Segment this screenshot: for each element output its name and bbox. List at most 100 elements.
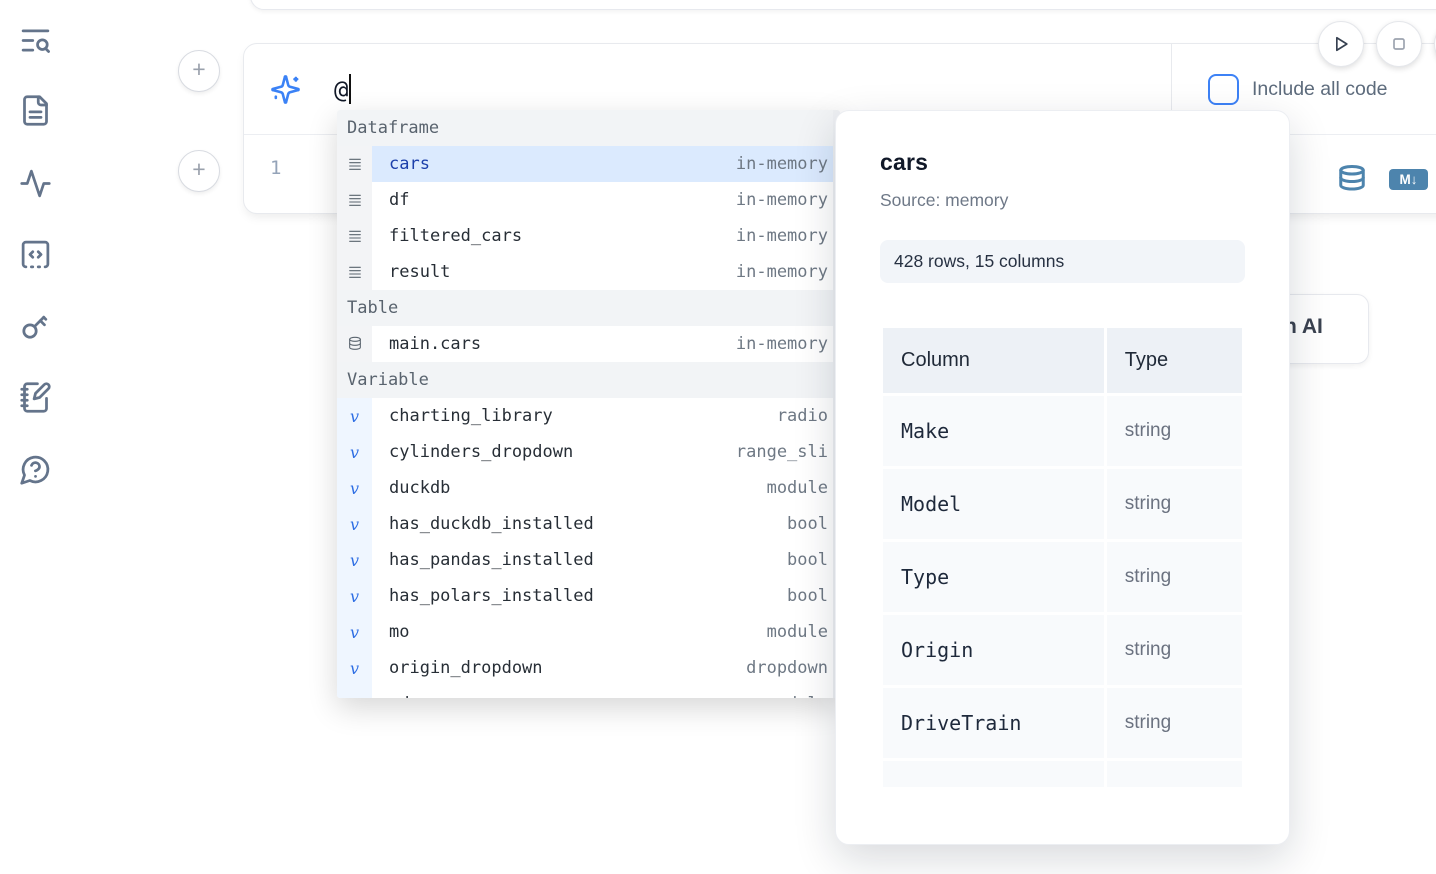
preview-title: cars	[880, 149, 929, 175]
autocomplete-row[interactable]: v main.cars in-memory	[337, 326, 840, 362]
autocomplete-row[interactable]: v Table	[337, 290, 840, 326]
completion-name: has_duckdb_installed	[389, 514, 594, 534]
previous-cell-bottom-edge	[250, 0, 1436, 10]
autocomplete-dropdown: v Dataframe v cars in-memory	[337, 110, 840, 698]
preview-summary-badge: 428 rows, 15 columns	[880, 240, 1245, 283]
autocomplete-row[interactable]: v cylinders_dropdown range_sli	[337, 434, 840, 470]
completion-name: duckdb	[389, 478, 451, 498]
row-gutter: v	[337, 506, 372, 542]
schema-column-name: Type	[883, 542, 1104, 612]
schema-column-name: Model	[883, 469, 1104, 539]
autocomplete-row[interactable]: v Dataframe	[337, 110, 840, 146]
ai-prompt-input[interactable]: @	[334, 74, 352, 104]
schema-column-type: string	[1106, 615, 1242, 685]
notebook-pen-icon[interactable]	[19, 381, 52, 414]
variable-icon: v	[349, 478, 360, 498]
autocomplete-row[interactable]: v Variable	[337, 362, 840, 398]
completion-type: module	[766, 478, 828, 498]
activity-icon[interactable]	[19, 167, 52, 200]
autocomplete-row[interactable]: v has_duckdb_installed bool	[337, 506, 840, 542]
schema-row: Type string	[883, 542, 1242, 612]
snippets-code-icon[interactable]	[19, 238, 52, 271]
add-cell-button-top[interactable]: +	[178, 50, 220, 92]
table-icon	[348, 336, 361, 350]
schema-column-type: string	[1106, 396, 1242, 466]
file-text-icon[interactable]	[19, 94, 52, 127]
completion-type: in-memory	[735, 154, 828, 174]
row-gutter: v	[337, 542, 372, 578]
schema-column-name: Origin	[883, 615, 1104, 685]
variable-icon: v	[349, 622, 360, 642]
autocomplete-row[interactable]: v df in-memory	[337, 182, 840, 218]
row-gutter: v	[337, 182, 372, 218]
completion-name: Dataframe	[347, 118, 440, 138]
completion-name: Table	[347, 298, 399, 318]
include-all-code-label: Include all code	[1252, 77, 1388, 100]
variable-icon: v	[349, 658, 360, 678]
row-gutter: v	[337, 650, 372, 686]
completion-name: cylinders_dropdown	[389, 442, 574, 462]
completion-type: radio	[776, 406, 828, 426]
dataframe-icon	[348, 158, 361, 170]
autocomplete-row[interactable]: v filtered_cars in-memory	[337, 218, 840, 254]
include-all-code-checkbox[interactable]	[1208, 73, 1239, 105]
schema-column-type	[1106, 761, 1242, 787]
row-gutter: v	[337, 326, 372, 362]
autocomplete-row[interactable]: v charting_library radio	[337, 398, 840, 434]
schema-column-type: string	[1106, 469, 1242, 539]
autocomplete-row[interactable]: v result in-memory	[337, 254, 840, 290]
completion-type: range_sli	[735, 442, 828, 462]
database-icon[interactable]	[1337, 163, 1367, 195]
run-button[interactable]	[1318, 21, 1364, 67]
stop-button[interactable]	[1376, 21, 1422, 67]
row-gutter: v	[337, 254, 372, 290]
completion-type: in-memory	[735, 262, 828, 282]
generate-with-ai-label: h AI	[1284, 315, 1323, 338]
autocomplete-row[interactable]: v duckdb module	[337, 470, 840, 506]
row-gutter: v	[337, 578, 372, 614]
markdown-icon[interactable]: M↓	[1389, 168, 1428, 190]
completion-name: pd	[372, 694, 409, 698]
dataframe-icon	[348, 194, 361, 206]
ai-options: Include all code	[1172, 44, 1435, 134]
completion-name: mo	[389, 622, 410, 642]
line-number: 1	[270, 157, 282, 179]
divider	[1171, 44, 1172, 134]
key-icon[interactable]	[19, 309, 52, 342]
completion-name: charting_library	[389, 406, 553, 426]
completion-type: bool	[787, 586, 828, 606]
variable-icon: v	[349, 586, 360, 606]
autocomplete-row[interactable]: v has_polars_installed bool	[337, 578, 840, 614]
schema-column-name: DriveTrain	[883, 688, 1104, 758]
completion-type: module	[766, 622, 828, 642]
help-chat-icon[interactable]	[19, 453, 52, 486]
schema-table: Column Type Make string Model string	[880, 325, 1245, 787]
code-editor-row[interactable]: 1 M↓	[244, 135, 1436, 213]
row-gutter: v	[337, 434, 372, 470]
sparkles-icon	[270, 74, 301, 105]
completion-name: df	[389, 190, 410, 210]
autocomplete-row[interactable]: v cars in-memory	[337, 146, 840, 182]
schema-row: Make string	[883, 396, 1242, 466]
completion-name: has_polars_installed	[389, 586, 594, 606]
schema-row	[883, 761, 1242, 787]
dataframe-icon	[348, 230, 361, 242]
variable-icon: v	[349, 406, 360, 426]
completion-name: result	[389, 262, 451, 282]
add-cell-button-bottom[interactable]: +	[178, 150, 220, 192]
list-search-icon[interactable]	[19, 24, 52, 57]
variable-icon: v	[349, 514, 360, 534]
row-gutter: v	[337, 146, 372, 182]
preview-source: Source: memory	[880, 190, 1009, 210]
autocomplete-row[interactable]: v origin_dropdown dropdown	[337, 650, 840, 686]
completion-type: bool	[787, 514, 828, 534]
autocomplete-row[interactable]: v mo module	[337, 614, 840, 650]
schema-column-name: Make	[883, 396, 1104, 466]
autocomplete-row[interactable]: v pd module	[337, 686, 840, 698]
column-header: Column	[883, 328, 1104, 393]
variable-icon: v	[350, 695, 359, 699]
schema-column-type: string	[1106, 688, 1242, 758]
autocomplete-row[interactable]: v has_pandas_installed bool	[337, 542, 840, 578]
variable-icon: v	[349, 442, 360, 462]
